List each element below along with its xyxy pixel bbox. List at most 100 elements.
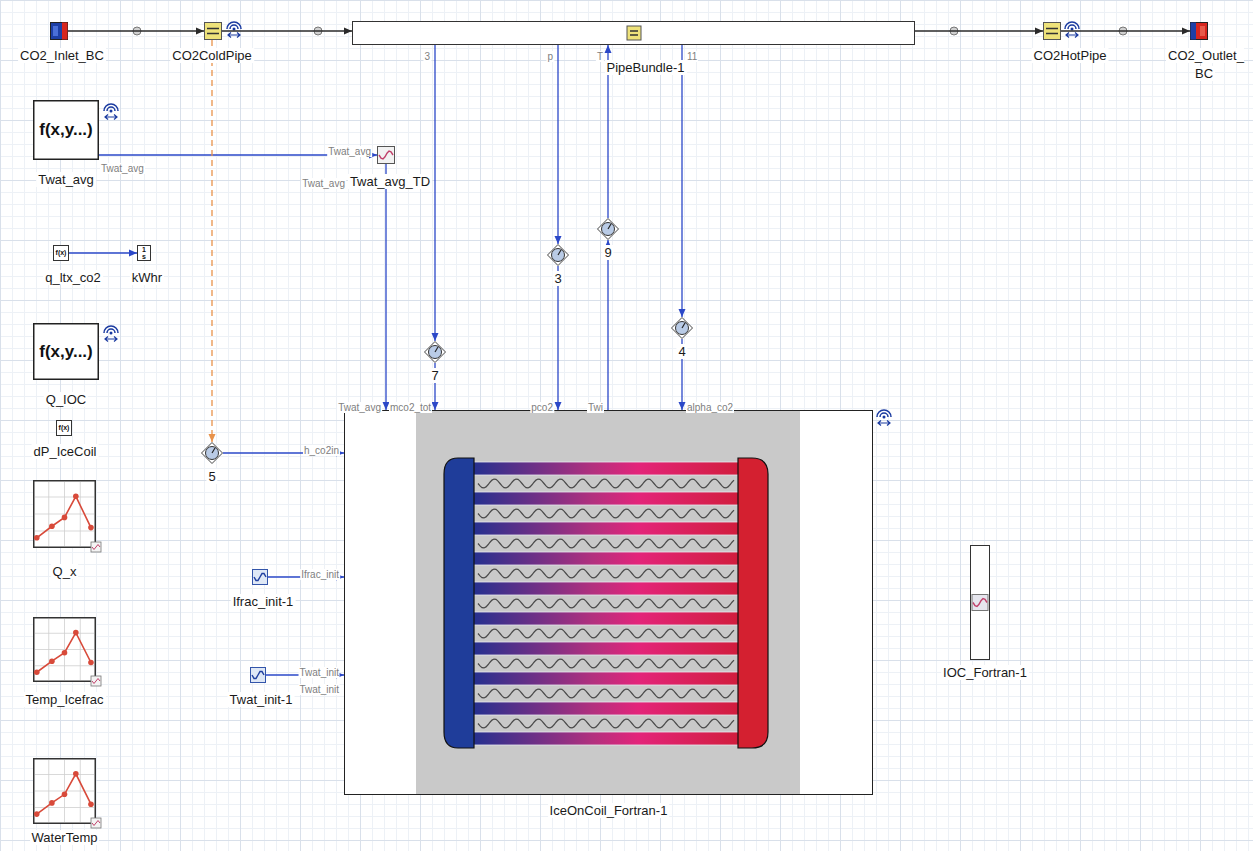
caption-holder: Twat_avg_TD — [348, 172, 432, 190]
boundary-icon — [1200, 26, 1205, 36]
sensor-needle — [608, 224, 611, 229]
label-holder: h_co2in — [303, 440, 340, 458]
bundle-bar — [353, 22, 915, 45]
caption-holder: 5 — [206, 467, 217, 485]
caption-holder: Q_x — [51, 562, 79, 580]
port-label: Twat_avg — [301, 178, 346, 189]
plot-frame — [34, 618, 96, 682]
caption-holder: 3 — [552, 269, 563, 287]
flow-pipe — [68, 30, 204, 32]
signal-wave — [254, 574, 266, 581]
exchanger-ground — [416, 411, 800, 794]
caption-holder: q_ltx_co2 — [43, 268, 103, 286]
sensor-diamond — [548, 245, 569, 266]
ice-on-coil-block: IceOnCoil_Fortran-1 — [344, 410, 873, 795]
block-name: q_ltx_co2 — [43, 270, 103, 285]
plot-grid — [35, 619, 94, 680]
pipe-icon — [1046, 29, 1058, 34]
exchanger-fin — [478, 539, 734, 548]
function-small: f(x)q_ltx_co2 — [53, 245, 69, 261]
block-name: Twat_init-1 — [228, 692, 295, 707]
exchanger-tube — [472, 582, 740, 595]
block-symbol-text: f(x) — [59, 424, 70, 432]
exchanger-tube — [472, 522, 740, 535]
label-holder: 3 — [423, 46, 431, 64]
caption-holder: CO2_Outlet_ BC — [1165, 46, 1245, 82]
block-name: kWhr — [130, 270, 164, 285]
delay-icon — [378, 147, 395, 164]
signal-wire — [434, 45, 435, 341]
plot-line — [37, 774, 91, 814]
exchanger-tube — [472, 672, 740, 685]
boundary-icon — [51, 23, 68, 40]
function-box — [34, 324, 99, 380]
exchanger-tube — [472, 702, 740, 715]
plot-monitor: Q_x — [33, 480, 96, 548]
caption-holder: Twat_init-1 — [228, 690, 295, 708]
caption-holder: CO2HotPipe — [1032, 46, 1109, 64]
sensor-dial — [676, 322, 689, 335]
sensor-dial — [552, 249, 565, 262]
sensor: 5 — [201, 442, 223, 464]
label-holder: 11 — [686, 46, 698, 64]
label-holder: alpha_co2 — [686, 397, 734, 415]
plot-dot — [34, 811, 40, 817]
caption-holder: IOC_Fortran-1 — [941, 663, 1029, 681]
signal-wire — [385, 164, 386, 410]
function-box — [34, 101, 99, 160]
sensor-needle — [682, 323, 685, 328]
block-name: Q_x — [51, 564, 79, 579]
caption-holder: 4 — [676, 342, 687, 360]
node-outline — [33, 758, 96, 824]
port-label: h_co2in — [303, 445, 340, 456]
label-holder: mco2_tot — [389, 397, 432, 415]
plot-monitor: WaterTemp — [33, 758, 96, 824]
plot-badge — [91, 676, 101, 686]
block-name: dP_IceCoil — [32, 444, 99, 459]
port-label: Ifrac_init — [300, 569, 340, 580]
callout-number: 9 — [602, 245, 613, 260]
caption-holder: IceOnCoil_Fortran-1 — [548, 801, 670, 819]
pipe-icon — [205, 23, 222, 40]
node-outline — [344, 410, 873, 795]
block-name: IOC_Fortran-1 — [941, 665, 1029, 680]
block-frame — [345, 411, 873, 795]
port-label: Twi — [587, 402, 604, 413]
plot-dot — [34, 669, 40, 675]
block-name: CO2HotPipe — [1032, 48, 1109, 63]
node-outline — [201, 442, 223, 464]
callout-number: 3 — [552, 271, 563, 286]
port-label: p — [546, 51, 554, 62]
block-symbol-text: 1 s — [140, 246, 148, 260]
pipe-icon — [1044, 23, 1061, 40]
block-symbol-text: f(x) — [56, 249, 67, 257]
plot-dot — [62, 792, 68, 798]
caption-holder: Q_IOC — [44, 390, 88, 408]
sensor: 3 — [547, 244, 569, 266]
plot-dot — [62, 650, 68, 656]
inlet-header — [444, 458, 474, 748]
wireless-symbol — [877, 410, 891, 426]
plot-badge — [91, 542, 101, 552]
port-label: Twat_init — [299, 684, 340, 695]
exchanger-fin — [478, 569, 734, 578]
signal-source: Ifrac_init-1 — [252, 569, 268, 585]
port-label: mco2_tot — [389, 402, 432, 413]
plot-dot — [88, 525, 94, 531]
signal-wire — [69, 252, 137, 253]
plot-dot — [49, 523, 55, 529]
label-holder: Twat_avg — [327, 141, 372, 159]
caption-holder: CO2ColdPipe — [170, 46, 254, 64]
fortran-icon — [972, 595, 988, 611]
label-holder: Twat_avg — [301, 173, 346, 191]
signal-wire — [557, 266, 558, 410]
signal-icon — [253, 570, 268, 585]
label-holder: pco2 — [530, 397, 554, 415]
pipe-bundle: PipeBundle-1 — [352, 21, 915, 45]
function-block: f(x,y...)Twat_avg — [33, 100, 99, 160]
sensor-diamond — [672, 318, 693, 339]
label-holder: T — [596, 46, 604, 64]
node-outline — [424, 341, 446, 363]
pipe-block: CO2HotPipe — [1043, 22, 1061, 40]
signal-wire — [557, 45, 558, 244]
